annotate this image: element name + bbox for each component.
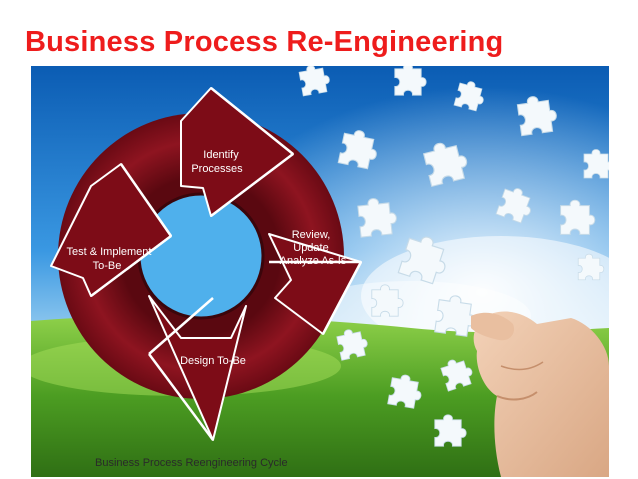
step-review-line1: Review, [292,229,331,241]
page-title: Business Process Re-Engineering [25,26,503,59]
diagram-caption: Business Process Reengineering Cycle [95,457,288,469]
step-identify-line1: Identify [203,149,239,161]
step-test-line1: Test & Implement [67,246,152,258]
step-review-line3: Analyze As-Is [280,255,347,267]
step-identify-line2: Processes [191,163,243,175]
illustration-photo: Identify Processes Review, Update Analyz… [31,66,609,477]
step-test-line2: To-Be [93,260,122,272]
step-design-label: Design To-Be [180,355,246,367]
step-review-line2: Update [293,242,328,254]
